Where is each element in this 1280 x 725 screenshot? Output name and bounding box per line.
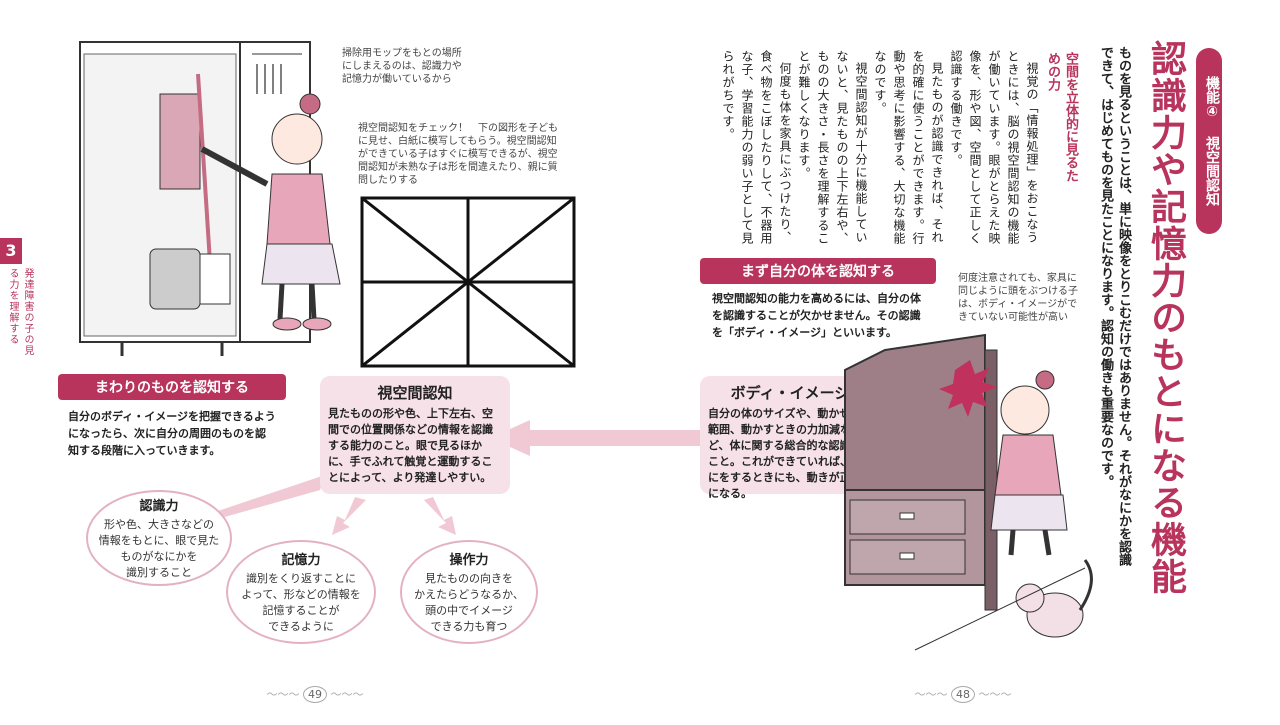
caption-top: 掃除用モップをもとの場所にしまえるのは、認識力や記憶力が働いているから bbox=[342, 48, 462, 85]
page-number-left: 〜〜〜 49 〜〜〜 bbox=[266, 686, 364, 703]
body-image-title: ボディ・イメージ bbox=[730, 384, 850, 402]
cabinet-illustration bbox=[79, 41, 341, 356]
surroundings-box: まわりのものを認知する 自分のボディ・イメージを把握できるようになったら、次に自… bbox=[58, 374, 286, 465]
visuospatial-text: 見たものの形や色、上下左右、空間での位置関係などの情報を認識する能力のこと。眼で… bbox=[328, 407, 493, 484]
oval-operation-text: 見たものの向きを かえたらどうなるか、 頭の中でイメージ できる力も育つ bbox=[414, 572, 524, 633]
caption-check: 視空間認知をチェック！ 下の図形を子どもに見せ、白紙に模写してもらう。視空間認知… bbox=[358, 123, 558, 186]
lead-text: ものを見るということは、単に映像をとりこむだけではありません。それがなにかを認識… bbox=[1098, 46, 1131, 566]
surroundings-text: 自分のボディ・イメージを把握できるようになったら、次に自分の周囲のものを認知する… bbox=[58, 402, 286, 465]
body-paragraph-3: 視空間認知が十分に機能していないと、見たものの上下左右や、ものの大きさ・長さを理… bbox=[797, 50, 868, 245]
chapter-number: 3 bbox=[0, 238, 22, 264]
subhead: 空間を立体的に見るための力 bbox=[1045, 52, 1078, 182]
category-label: 機能④ 視空間認知 bbox=[1196, 48, 1222, 234]
visuospatial-box: 視空間認知 見たものの形や色、上下左右、空間での位置関係などの情報を認識する能力… bbox=[320, 376, 510, 494]
chapter-tab: 3 発達障害の子の見る力を理解する bbox=[0, 238, 33, 360]
body-self-text: 視空間認知の能力を高めるには、自分の体を認識することが欠かせません。その認識を「… bbox=[712, 292, 921, 339]
oval-recognition-text: 形や色、大きさなどの 情報をもとに、眼で見た ものがなにかを 識別すること bbox=[98, 518, 220, 579]
body-image-text: 自分の体のサイズや、動かせる範囲、動かすときの力加減など、体に関する総合的な認識… bbox=[708, 407, 862, 500]
oval-operation-title: 操作力 bbox=[449, 553, 489, 568]
body-paragraph-2: 見たものが認識できれば、それを的確に使うことができます。行動や思考に影響する、大… bbox=[873, 50, 944, 245]
oval-recognition: 認識力 形や色、大きさなどの 情報をもとに、眼で見た ものがなにかを 識別するこ… bbox=[86, 490, 232, 586]
wardrobe-illustration bbox=[844, 333, 1093, 651]
oval-memory: 記憶力 識別をくり返すことに よって、形などの情報を 記憶することが できるよう… bbox=[226, 540, 376, 644]
page-title: 認識力や記憶力のもとになる機能 bbox=[1145, 40, 1186, 595]
oval-memory-title: 記憶力 bbox=[281, 553, 321, 568]
oval-operation: 操作力 見たものの向きを かえたらどうなるか、 頭の中でイメージ できる力も育つ bbox=[400, 540, 538, 644]
page-number-left-value: 49 bbox=[303, 686, 327, 703]
visuospatial-title: 視空間認知 bbox=[377, 384, 453, 402]
caption-right: 何度注意されても、家具に同じように頭をぶつける子は、ボディ・イメージができていな… bbox=[958, 273, 1078, 323]
body-paragraph-4: 何度も体を家具にぶつけたり、食べ物をこぼしたりして、不器用な子、学習能力の弱い子… bbox=[721, 50, 792, 245]
surroundings-title: まわりのものを認知する bbox=[58, 374, 286, 400]
page-number-right-value: 48 bbox=[951, 686, 975, 703]
body-self-title: まず自分の体を認知する bbox=[700, 258, 936, 284]
body-self-box: まず自分の体を認知する 視空間認知の能力を高めるには、自分の体を認識することが欠… bbox=[700, 258, 936, 347]
oval-memory-text: 識別をくり返すことに よって、形などの情報を 記憶することが できるように bbox=[241, 572, 361, 633]
oval-recognition-title: 認識力 bbox=[139, 499, 179, 514]
chapter-title: 発達障害の子の見る力を理解する bbox=[7, 268, 33, 356]
body-text: 視覚の「情報処理」をおこなうときには、脳の視空間認知の機能が働いています。眼がと… bbox=[698, 50, 1041, 245]
body-paragraph-1: 視覚の「情報処理」をおこなうときには、脳の視空間認知の機能が働いています。眼がと… bbox=[949, 50, 1039, 245]
check-figure bbox=[360, 196, 576, 368]
page-number-right: 〜〜〜 48 〜〜〜 bbox=[914, 686, 1012, 703]
